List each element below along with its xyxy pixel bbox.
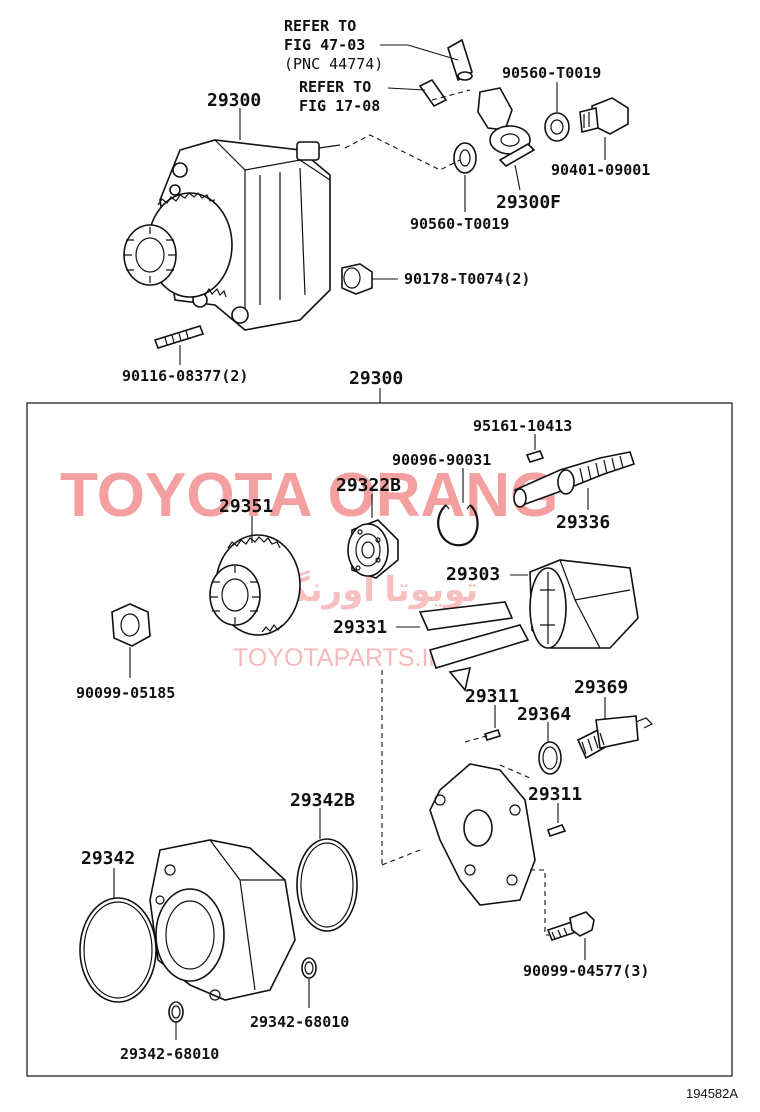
part-label-pin-a[interactable]: 29311 [465,686,519,707]
part-label-key[interactable]: 95161-10413 [473,417,572,435]
figure-id: 194582A [686,1086,738,1101]
cover-plate-illustration [429,763,536,906]
part-label-check-valve[interactable]: 29369 [574,677,628,698]
ref2-line1: REFER TO [299,78,371,96]
pump-assembly-top-illustration [123,139,341,331]
gear-illustration [209,534,301,636]
part-label-nut-box[interactable]: 90099-05185 [76,684,175,702]
key-illustration [525,450,545,463]
top-leader-lines [179,44,606,365]
ref2-line2[interactable]: FIG 17-08 [299,97,380,115]
part-label-bearing[interactable]: 29322B [336,475,401,496]
ref1-line1: REFER TO [284,17,356,35]
stud-bolt-illustration [153,325,205,349]
check-valve-illustration [576,715,654,760]
pin-b-illustration [546,824,567,838]
watermark-main: TOYOTA ORANG [60,461,558,530]
part-label-nut-top[interactable]: 90178-T0074(2) [404,270,530,288]
washer-b-illustration [453,142,477,174]
watermark-site: TOYOTAPARTS.IR [233,644,446,672]
part-label-rotor[interactable]: 29303 [446,564,500,585]
vanes-illustration [418,601,530,692]
hose-illustrations [418,38,473,108]
pin-a-illustration [483,729,502,741]
small-oring-left-illustration [168,1001,184,1023]
shaft-illustration [513,451,636,508]
part-label-shaft[interactable]: 29336 [556,512,610,533]
part-label-pump-assembly-top[interactable]: 29300 [207,90,261,111]
union-fitting-illustration [477,87,536,167]
rotor-illustration [529,559,639,649]
part-label-pin-b[interactable]: 29311 [528,784,582,805]
ref1-line2[interactable]: FIG 47-03 [284,36,365,54]
part-label-vanes[interactable]: 29331 [333,617,387,638]
part-label-washer-a[interactable]: 90560-T0019 [502,64,601,82]
cover-bolt-illustration [546,911,595,941]
union-bolt-illustration [579,97,629,135]
ref1-line3: (PNC 44774) [284,55,383,73]
snap-ring-illustration [437,504,479,547]
nut-top-illustration [341,263,373,295]
part-label-small-oring-right[interactable]: 29342-68010 [250,1013,349,1031]
part-label-gear[interactable]: 29351 [219,496,273,517]
part-label-washer-b[interactable]: 90560-T0019 [410,215,509,233]
part-label-union-bolt[interactable]: 90401-09001 [551,161,650,179]
exploded-view-frame [26,402,733,1077]
bearing-illustration [347,519,399,579]
part-label-oring-cover[interactable]: 29342B [290,790,355,811]
oring-cover-illustration [296,838,358,932]
part-label-housing[interactable]: 29342 [81,848,135,869]
part-label-pump-assembly-box[interactable]: 29300 [349,368,403,389]
washer-a-illustration [544,112,570,142]
check-valve-ring-illustration [538,741,562,775]
part-label-union-fitting[interactable]: 29300F [496,192,561,213]
housing-illustration [149,839,296,1001]
part-label-snap-ring[interactable]: 90096-90031 [392,451,491,469]
part-label-check-valve-ring[interactable]: 29364 [517,704,571,725]
small-oring-right-illustration [301,957,317,979]
part-label-small-oring-left[interactable]: 29342-68010 [120,1045,219,1063]
housing-oring-illustration [79,897,157,1003]
nut-box-illustration [111,603,151,647]
part-label-stud-bolt[interactable]: 90116-08377(2) [122,367,248,385]
part-label-cover-bolt[interactable]: 90099-04577(3) [523,962,649,980]
